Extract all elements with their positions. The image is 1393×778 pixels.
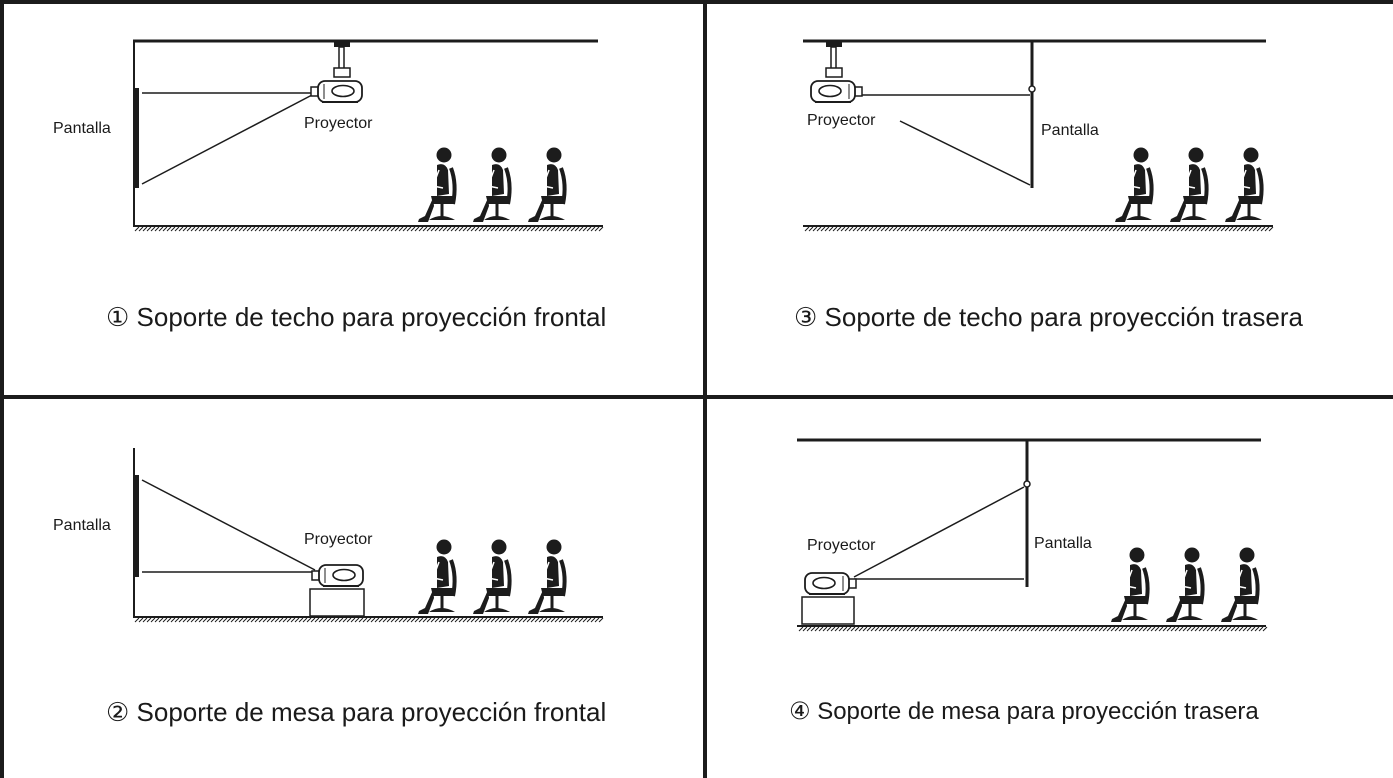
ceiling-front-illustration [133,39,604,232]
seated-person-icon [1221,547,1260,622]
audience [1115,147,1264,222]
projection-beam-lower [899,120,1031,186]
screen [134,88,139,188]
caption-number: ④ [789,698,811,725]
projection-beam-upper [141,479,316,571]
seated-person-icon [528,147,567,222]
seated-person-icon [1170,147,1209,222]
caption-text: Soporte de mesa para proyección frontal [136,697,607,727]
screen-pivot [1028,85,1036,93]
floor [133,616,604,623]
caption: ① Soporte de techo para proyección front… [106,302,606,333]
floor [797,625,1268,632]
caption-number: ③ [794,302,818,332]
screen-label: Pantalla [1041,122,1099,139]
seated-person-icon [528,539,567,614]
caption-text: Soporte de techo para proyección trasera [824,302,1303,332]
screen-label: Pantalla [53,120,111,137]
seated-person-icon [1166,547,1205,622]
caption: ② Soporte de mesa para proyección fronta… [106,697,606,728]
projector [311,564,364,587]
seated-person-icon [473,539,512,614]
panel-ceiling-rear: Proyector Pantalla ③ Soporte de techo pa… [794,39,1303,333]
panel-table-front: Pantalla Proyector ② Soporte de mesa par… [53,448,606,728]
screen-pivot [1023,480,1031,488]
caption-number: ① [106,302,130,332]
floor [133,225,604,232]
seated-person-icon [418,539,457,614]
screen-label: Pantalla [1034,535,1092,552]
caption-text: Soporte de techo para proyección frontal [136,302,607,332]
audience [418,539,567,614]
projection-beam-lower [141,94,313,185]
screen [134,475,139,577]
seated-person-icon [418,147,457,222]
ceiling-mount [825,42,843,78]
panel-ceiling-front: Pantalla Proyector ① Soporte de techo pa… [0,0,703,395]
table-stand [801,596,855,625]
ceiling-mount [333,42,351,78]
caption: ④ Soporte de mesa para proyección traser… [789,697,1259,726]
projector [804,572,857,595]
projector-label: Proyector [304,531,373,548]
seated-person-icon [1225,147,1264,222]
vertical-divider [703,0,707,778]
table-stand [309,588,365,617]
projector-label: Proyector [807,537,876,554]
caption-text: Soporte de mesa para proyección trasera [817,698,1259,725]
audience [418,147,567,222]
seated-person-icon [473,147,512,222]
ceiling-rear-illustration [803,39,1274,232]
audience [1111,547,1260,622]
seated-person-icon [1115,147,1154,222]
projector [310,80,363,103]
horizontal-divider [0,395,1393,399]
projector-label: Proyector [304,115,373,132]
caption: ③ Soporte de techo para proyección trase… [794,302,1303,333]
screen-label: Pantalla [53,517,111,534]
projection-beam-upper [853,486,1025,578]
projector-label: Proyector [807,112,876,129]
projector [810,80,863,103]
table-front-illustration [133,448,604,623]
floor [803,225,1274,232]
caption-number: ② [106,697,130,727]
seated-person-icon [1111,547,1150,622]
